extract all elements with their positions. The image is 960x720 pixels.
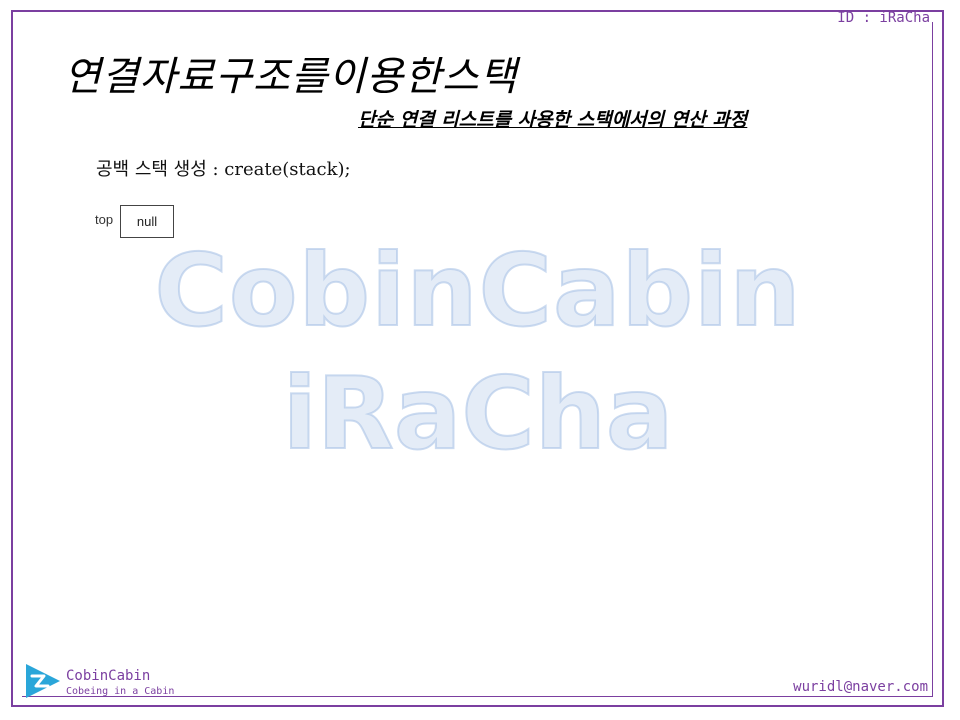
- operation-text: 공백 스택 생성 : create(stack);: [96, 159, 351, 180]
- slide-subtitle: 단순 연결 리스트를 사용한 스택에서의 연산 과정: [358, 109, 748, 131]
- watermark-line-2: iRaCha: [282, 354, 675, 473]
- null-node-value: null: [136, 214, 158, 229]
- watermark-line-1: CobinCabin: [153, 231, 802, 350]
- top-pointer-label: top: [95, 212, 114, 227]
- contact-email: wuridl@naver.com: [793, 679, 928, 695]
- cobincabin-logo-icon: [26, 664, 60, 698]
- null-node-box: null: [120, 205, 174, 238]
- logo-tagline: Cobeing in a Cabin: [66, 686, 175, 697]
- slide-frame-outer: [11, 10, 944, 707]
- logo-name: CobinCabin: [66, 668, 151, 684]
- id-label: ID : iRaCha: [837, 10, 930, 26]
- slide-frame-inner: [22, 22, 933, 697]
- slide-title: 연결자료구조를이용한스택: [64, 54, 518, 100]
